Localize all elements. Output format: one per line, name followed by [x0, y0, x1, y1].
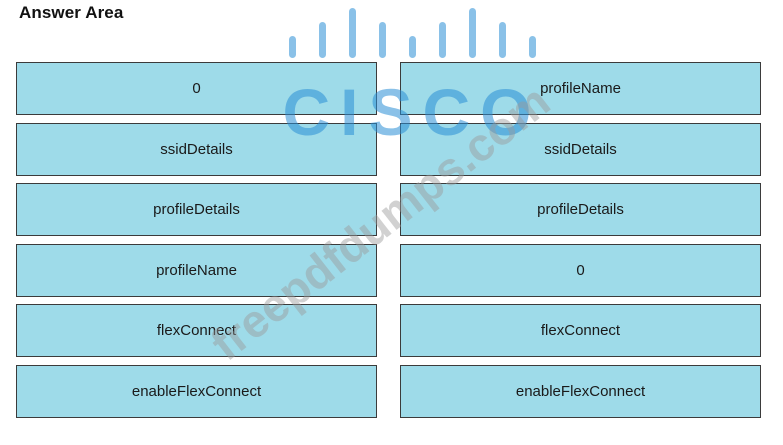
right-column: profileName ssidDetails profileDetails 0… — [400, 62, 761, 425]
left-item-4[interactable]: flexConnect — [16, 304, 377, 357]
left-item-2[interactable]: profileDetails — [16, 183, 377, 236]
cisco-bridge-logo-icon — [289, 8, 536, 58]
answer-area-title: Answer Area — [19, 3, 124, 22]
left-column: 0 ssidDetails profileDetails profileName… — [16, 62, 377, 425]
left-item-3[interactable]: profileName — [16, 243, 377, 297]
right-item-1[interactable]: ssidDetails — [400, 122, 761, 176]
right-item-5[interactable]: enableFlexConnect — [400, 364, 761, 418]
right-item-2[interactable]: profileDetails — [400, 183, 761, 236]
right-item-4[interactable]: flexConnect — [400, 304, 761, 357]
right-item-3[interactable]: 0 — [400, 243, 761, 297]
left-item-0[interactable]: 0 — [16, 62, 377, 115]
left-item-5[interactable]: enableFlexConnect — [16, 364, 377, 418]
left-item-1[interactable]: ssidDetails — [16, 122, 377, 176]
right-item-0[interactable]: profileName — [400, 62, 761, 115]
